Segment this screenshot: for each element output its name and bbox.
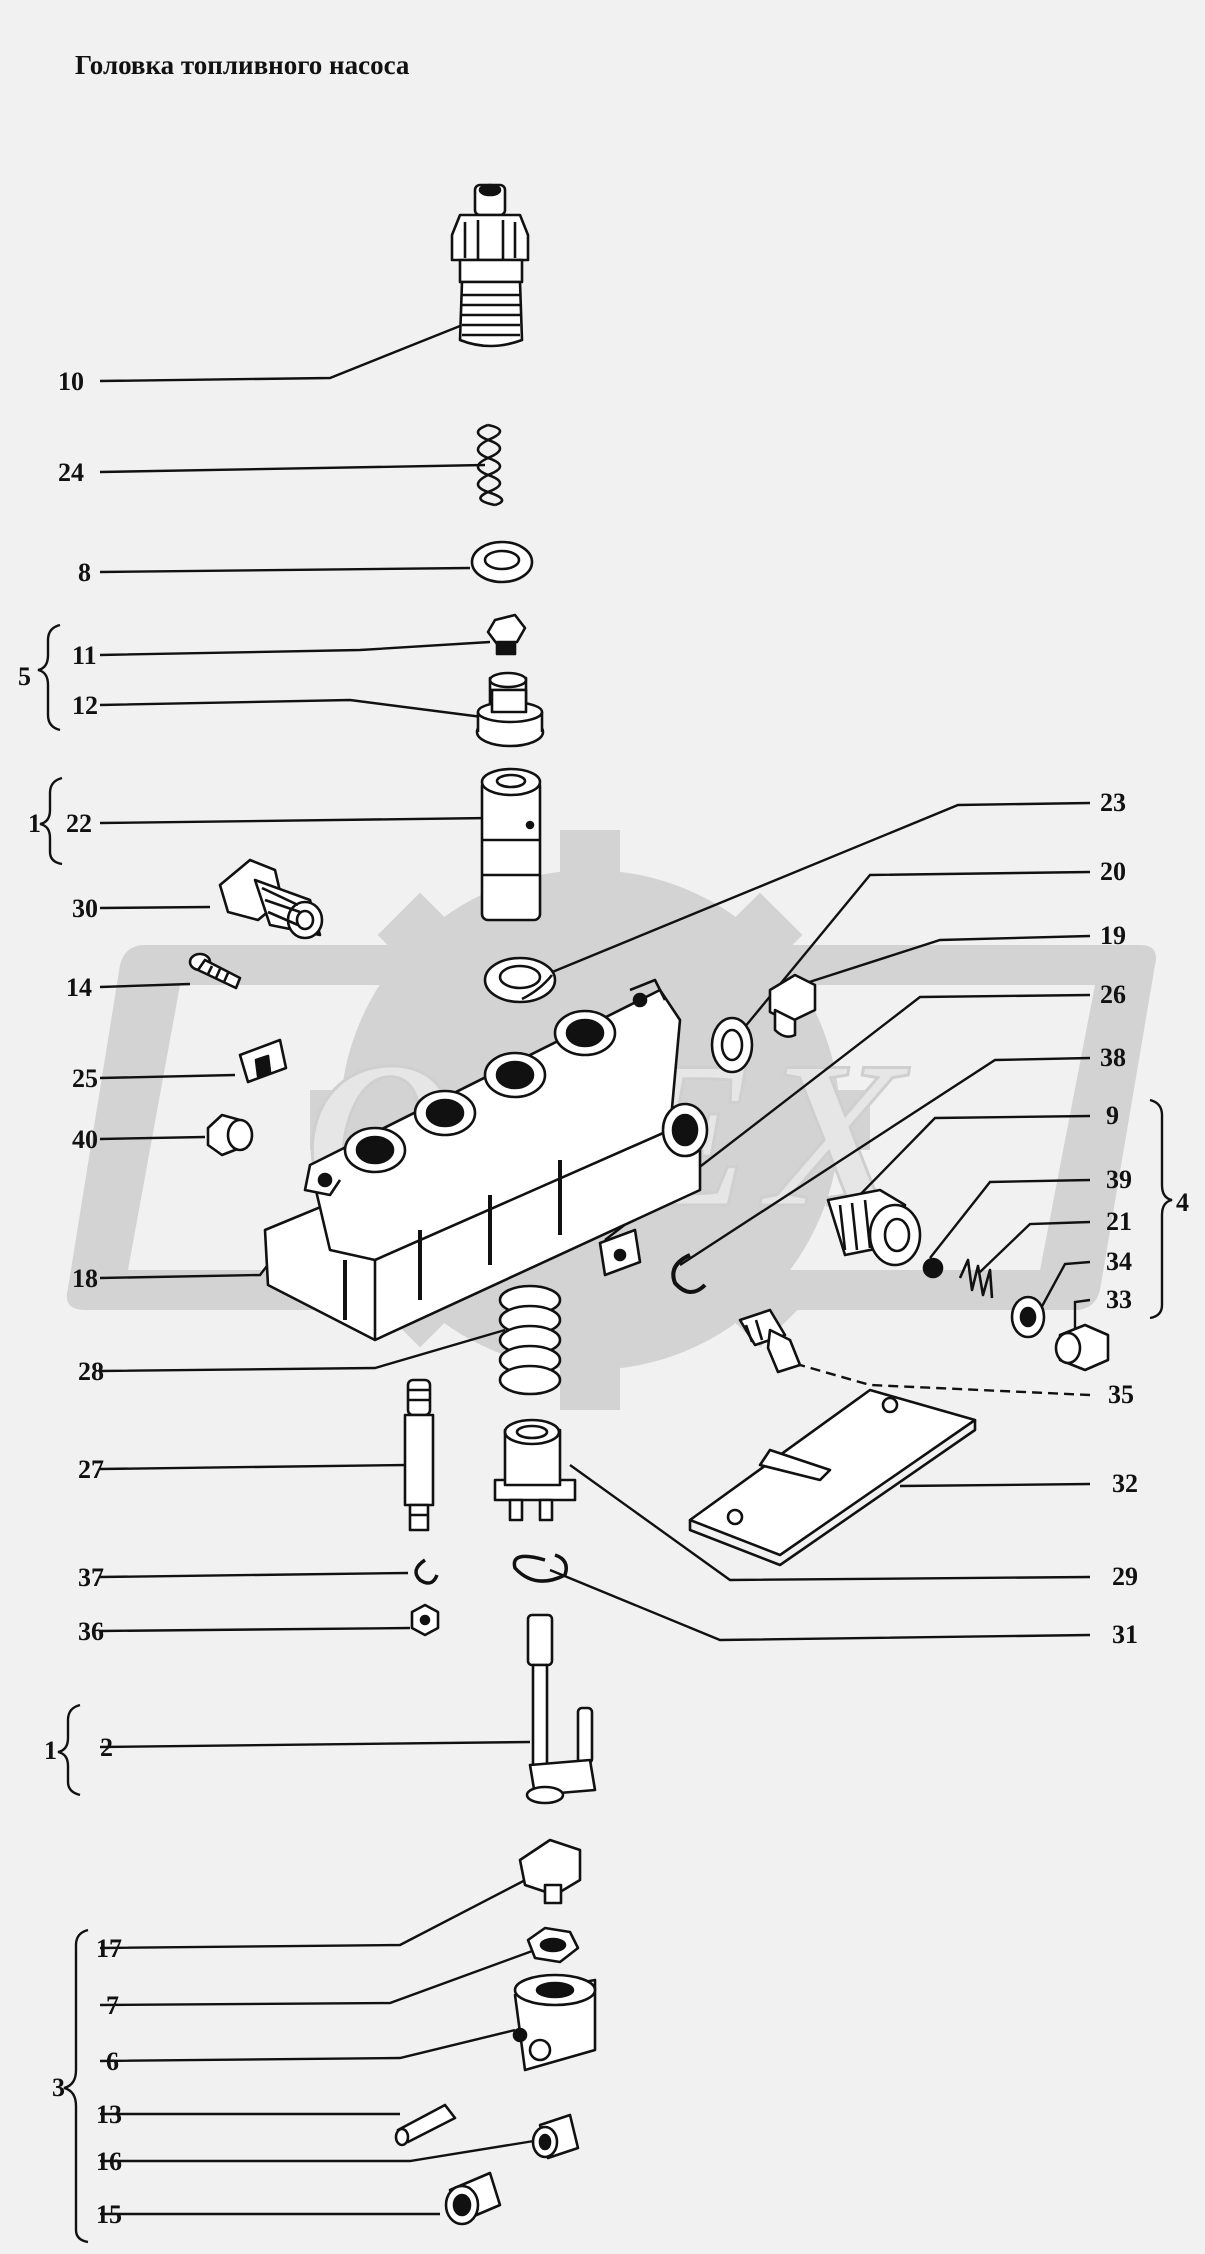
- nut-part-7: [526, 1926, 580, 1964]
- sleeve-part: [493, 1418, 577, 1522]
- callout-14: 14: [66, 973, 92, 1002]
- valve-seat-part: [475, 671, 545, 748]
- leader-lines: [99, 320, 1091, 2216]
- washer-part: [470, 540, 534, 584]
- callout-23: 23: [1100, 788, 1126, 817]
- pump-head-body: [263, 978, 709, 1342]
- callout-32: 32: [1112, 1469, 1138, 1498]
- callout-26: 26: [1100, 980, 1126, 1009]
- callout-29: 29: [1112, 1562, 1138, 1591]
- page-title: Головка топливного насоса: [75, 50, 410, 80]
- circlip-part-37: [414, 1558, 439, 1585]
- parts: [188, 183, 1110, 2226]
- clip-part-26: [598, 1228, 642, 1277]
- callout-31: 31: [1112, 1620, 1138, 1649]
- stud-part: [403, 1378, 435, 1532]
- callout-9: 9: [1106, 1101, 1119, 1130]
- callout-17: 17: [96, 1934, 122, 1963]
- barrel-part: [480, 767, 542, 922]
- callout-38: 38: [1100, 1043, 1126, 1072]
- cap-nut-part: [1054, 1323, 1110, 1372]
- callout-3: 3: [52, 2073, 65, 2102]
- ball-part-39: [922, 1257, 944, 1279]
- callout-5: 5: [18, 662, 31, 691]
- callout-33: 33: [1106, 1285, 1132, 1314]
- adjusting-screw-part: [518, 1838, 582, 1905]
- washer-part-20: [710, 1016, 754, 1074]
- pusher-body-part: [512, 1973, 597, 2072]
- ring-part-31: [512, 1553, 568, 1583]
- callout-13: 13: [96, 2100, 122, 2129]
- callout-20: 20: [1100, 857, 1126, 886]
- callout-4: 4: [1176, 1188, 1189, 1217]
- callout-22: 22: [66, 809, 92, 838]
- brace-5: [37, 623, 61, 732]
- callout-30: 30: [72, 894, 98, 923]
- callout-27: 27: [78, 1455, 104, 1484]
- banjo-bolt-part: [218, 858, 324, 940]
- callout-1-bottom: 1: [44, 1736, 57, 1765]
- roller-part: [531, 2113, 580, 2160]
- callout-8: 8: [78, 558, 91, 587]
- spring-part: [476, 423, 504, 507]
- callout-6: 6: [106, 2047, 119, 2076]
- callout-2: 2: [100, 1733, 113, 1762]
- callout-37: 37: [78, 1563, 104, 1592]
- brace-1-bottom: [57, 1703, 81, 1797]
- watermark-frame: [66, 945, 1156, 1310]
- plug-part-19: [768, 973, 817, 1038]
- plate-part: [688, 1388, 977, 1567]
- callout-15: 15: [96, 2200, 122, 2229]
- callout-12: 12: [72, 691, 98, 720]
- brace-4: [1149, 1098, 1173, 1320]
- callout-7: 7: [106, 1991, 119, 2020]
- callout-28: 28: [78, 1357, 104, 1386]
- callout-10: 10: [58, 367, 84, 396]
- plunger-part: [525, 1613, 597, 1805]
- fitting-part: [450, 183, 530, 348]
- bushing-part: [444, 2171, 502, 2226]
- callout-40: 40: [72, 1125, 98, 1154]
- callout-25: 25: [72, 1064, 98, 1093]
- pin-part: [394, 2103, 457, 2147]
- callout-39: 39: [1106, 1165, 1132, 1194]
- circlip-part-38: [671, 1253, 707, 1294]
- callout-11: 11: [72, 641, 97, 670]
- plug-part: [206, 1113, 254, 1157]
- ring-part: [483, 956, 557, 1004]
- washer-part-34: [1010, 1295, 1046, 1339]
- banjo-bolt-part-9: [826, 1188, 922, 1267]
- callout-24: 24: [58, 458, 84, 487]
- nut-part-36: [410, 1603, 440, 1637]
- clip-part: [238, 1038, 288, 1084]
- spring-part-21: [958, 1258, 994, 1299]
- screw-part: [188, 952, 242, 990]
- brackets: [37, 623, 1173, 2244]
- callout-18: 18: [72, 1264, 98, 1293]
- brace-1-top: [39, 776, 63, 866]
- callout-34: 34: [1106, 1247, 1132, 1276]
- callout-35: 35: [1108, 1380, 1134, 1409]
- valve-part: [486, 613, 527, 656]
- callout-36: 36: [78, 1617, 104, 1646]
- spring-part-28: [498, 1284, 562, 1396]
- bolt-part-35: [738, 1308, 802, 1374]
- callout-1-top: 1: [28, 809, 41, 838]
- callout-19: 19: [1100, 921, 1126, 950]
- brace-3: [63, 1928, 89, 2244]
- callout-16: 16: [96, 2147, 122, 2176]
- callout-21: 21: [1106, 1207, 1132, 1236]
